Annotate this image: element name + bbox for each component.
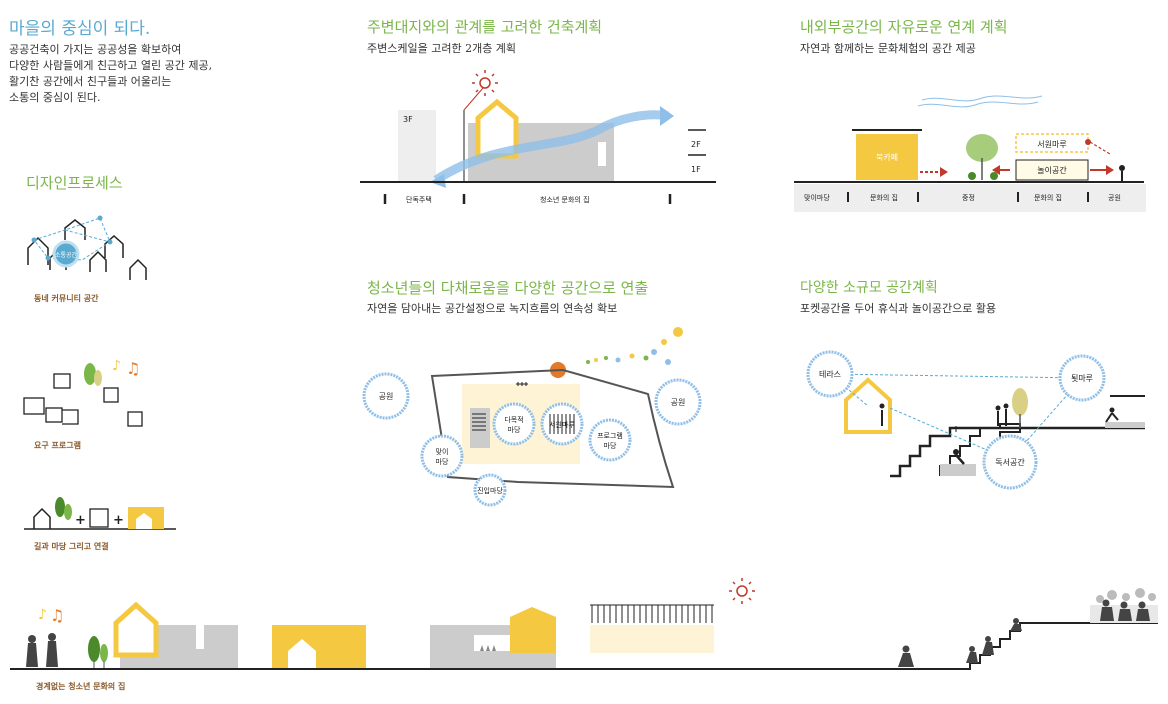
svg-text:문화의 집: 문화의 집 [1034,193,1062,202]
house-icon [89,250,107,272]
house-icon [104,234,124,258]
svg-text:단독주택: 단독주택 [406,195,432,204]
svg-text:+: + [113,513,124,528]
svg-text:+: + [75,513,86,528]
section4-title: 다양한 소규모 공간계획 [800,280,938,296]
intro-title: 마을의 중심이 되다. [9,19,151,39]
section3-title: 청소년들의 다채로움을 다양한 공간으로 연출 [367,279,649,297]
svg-text:프로그램: 프로그램 [597,432,623,440]
community-caption: 동네 커뮤니티 공간 [34,294,99,303]
svg-text:1F: 1F [691,165,701,174]
svg-text:툇마루: 툇마루 [1071,374,1093,383]
svg-text:마당: 마당 [436,457,449,466]
svg-text:공원: 공원 [379,392,394,401]
intro-line-3: 활기찬 공간에서 친구들과 어울리는 [9,75,172,88]
program-caption: 요구 프로그램 [34,441,81,450]
section1-title: 주변대지와의 관계를 고려한 건축계획 [367,18,603,36]
svg-text:공원: 공원 [1108,193,1121,202]
section2-subtitle: 자연과 함께하는 문화체험의 공간 제공 [800,42,976,55]
svg-text:공원: 공원 [671,398,686,407]
section2-diagram: 북카페 서원마루 놀이공간 맞이마당 문화의 집 중정 문화의 집 공원 [794,95,1146,212]
svg-text:테라스: 테라스 [819,370,841,379]
svg-text:마당: 마당 [508,425,521,434]
section3-subtitle: 자연을 담아내는 공간설정으로 녹지흐름의 연속성 확보 [367,302,618,315]
sun-icon [472,70,498,96]
house-icon [27,236,49,265]
section4-subtitle: 포켓공간을 두어 휴식과 놀이공간으로 활용 [800,302,997,315]
svg-text:2F: 2F [691,140,701,149]
community-diagram: 소통공간 [27,215,147,280]
bottom-strip: ♪ ♫ [10,578,1158,670]
house-icon [33,507,51,529]
svg-text:놀이공간: 놀이공간 [1037,165,1067,175]
process-title: 디자인프로세스 [26,174,123,192]
svg-text:서원마루: 서원마루 [1037,140,1066,149]
house-icon [64,219,86,240]
music-note-icon: ♪ [112,358,121,374]
sun-icon [729,578,755,604]
music-note-icon: ♪ [38,607,47,623]
svg-text:서원마루: 서원마루 [549,420,575,429]
section3-diagram: 공원 공원 다목적 마당 서원마루 프로그램 마당 맞이 마당 진입마당 [362,327,702,507]
intro-line-1: 공공건축이 가지는 공공성을 확보하여 [9,43,182,56]
svg-text:청소년 문화의 집: 청소년 문화의 집 [540,195,590,204]
svg-text:소통공간: 소통공간 [55,251,78,259]
connect-diagram: + + [24,497,176,530]
music-note-icon: ♫ [126,359,140,378]
program-diagram: ♪ ♫ [23,358,143,427]
svg-text:문화의 집: 문화의 집 [870,193,898,202]
section4-diagram: 테라스 툇마루 독서공간 [806,350,1145,490]
svg-text:다목적: 다목적 [504,415,523,424]
intro-line-2: 다양한 사람들에게 친근하고 열린 공간 제공, [9,59,213,72]
section2-title: 내외부공간의 자유로운 연계 계획 [800,18,1008,36]
svg-text:3F: 3F [403,115,413,124]
music-note-icon: ♫ [50,606,64,625]
svg-text:독서공간: 독서공간 [995,457,1025,467]
connect-caption: 길과 마당 그리고 연결 [34,542,109,551]
svg-text:진입마당: 진입마당 [477,486,503,495]
house-icon [129,258,147,280]
svg-text:중정: 중정 [962,193,975,202]
svg-text:마당: 마당 [604,441,617,450]
section1-subtitle: 주변스케일을 고려한 2개층 계획 [367,42,517,55]
intro-text: 공공건축이 가지는 공공성을 확보하여 다양한 사람들에게 친근하고 열린 공간… [9,42,212,106]
bottom-caption: 경계없는 청소년 문화의 집 [36,682,126,691]
intro-line-4: 소통의 중심이 된다. [9,91,101,104]
svg-text:맞이: 맞이 [436,447,449,456]
svg-text:북카페: 북카페 [876,152,898,162]
section1-diagram: 3F 2F 1F 단독주택 청소년 문화의 집 [360,70,716,204]
community-badge-icon [52,240,80,268]
svg-text:맞이마당: 맞이마당 [804,193,830,202]
